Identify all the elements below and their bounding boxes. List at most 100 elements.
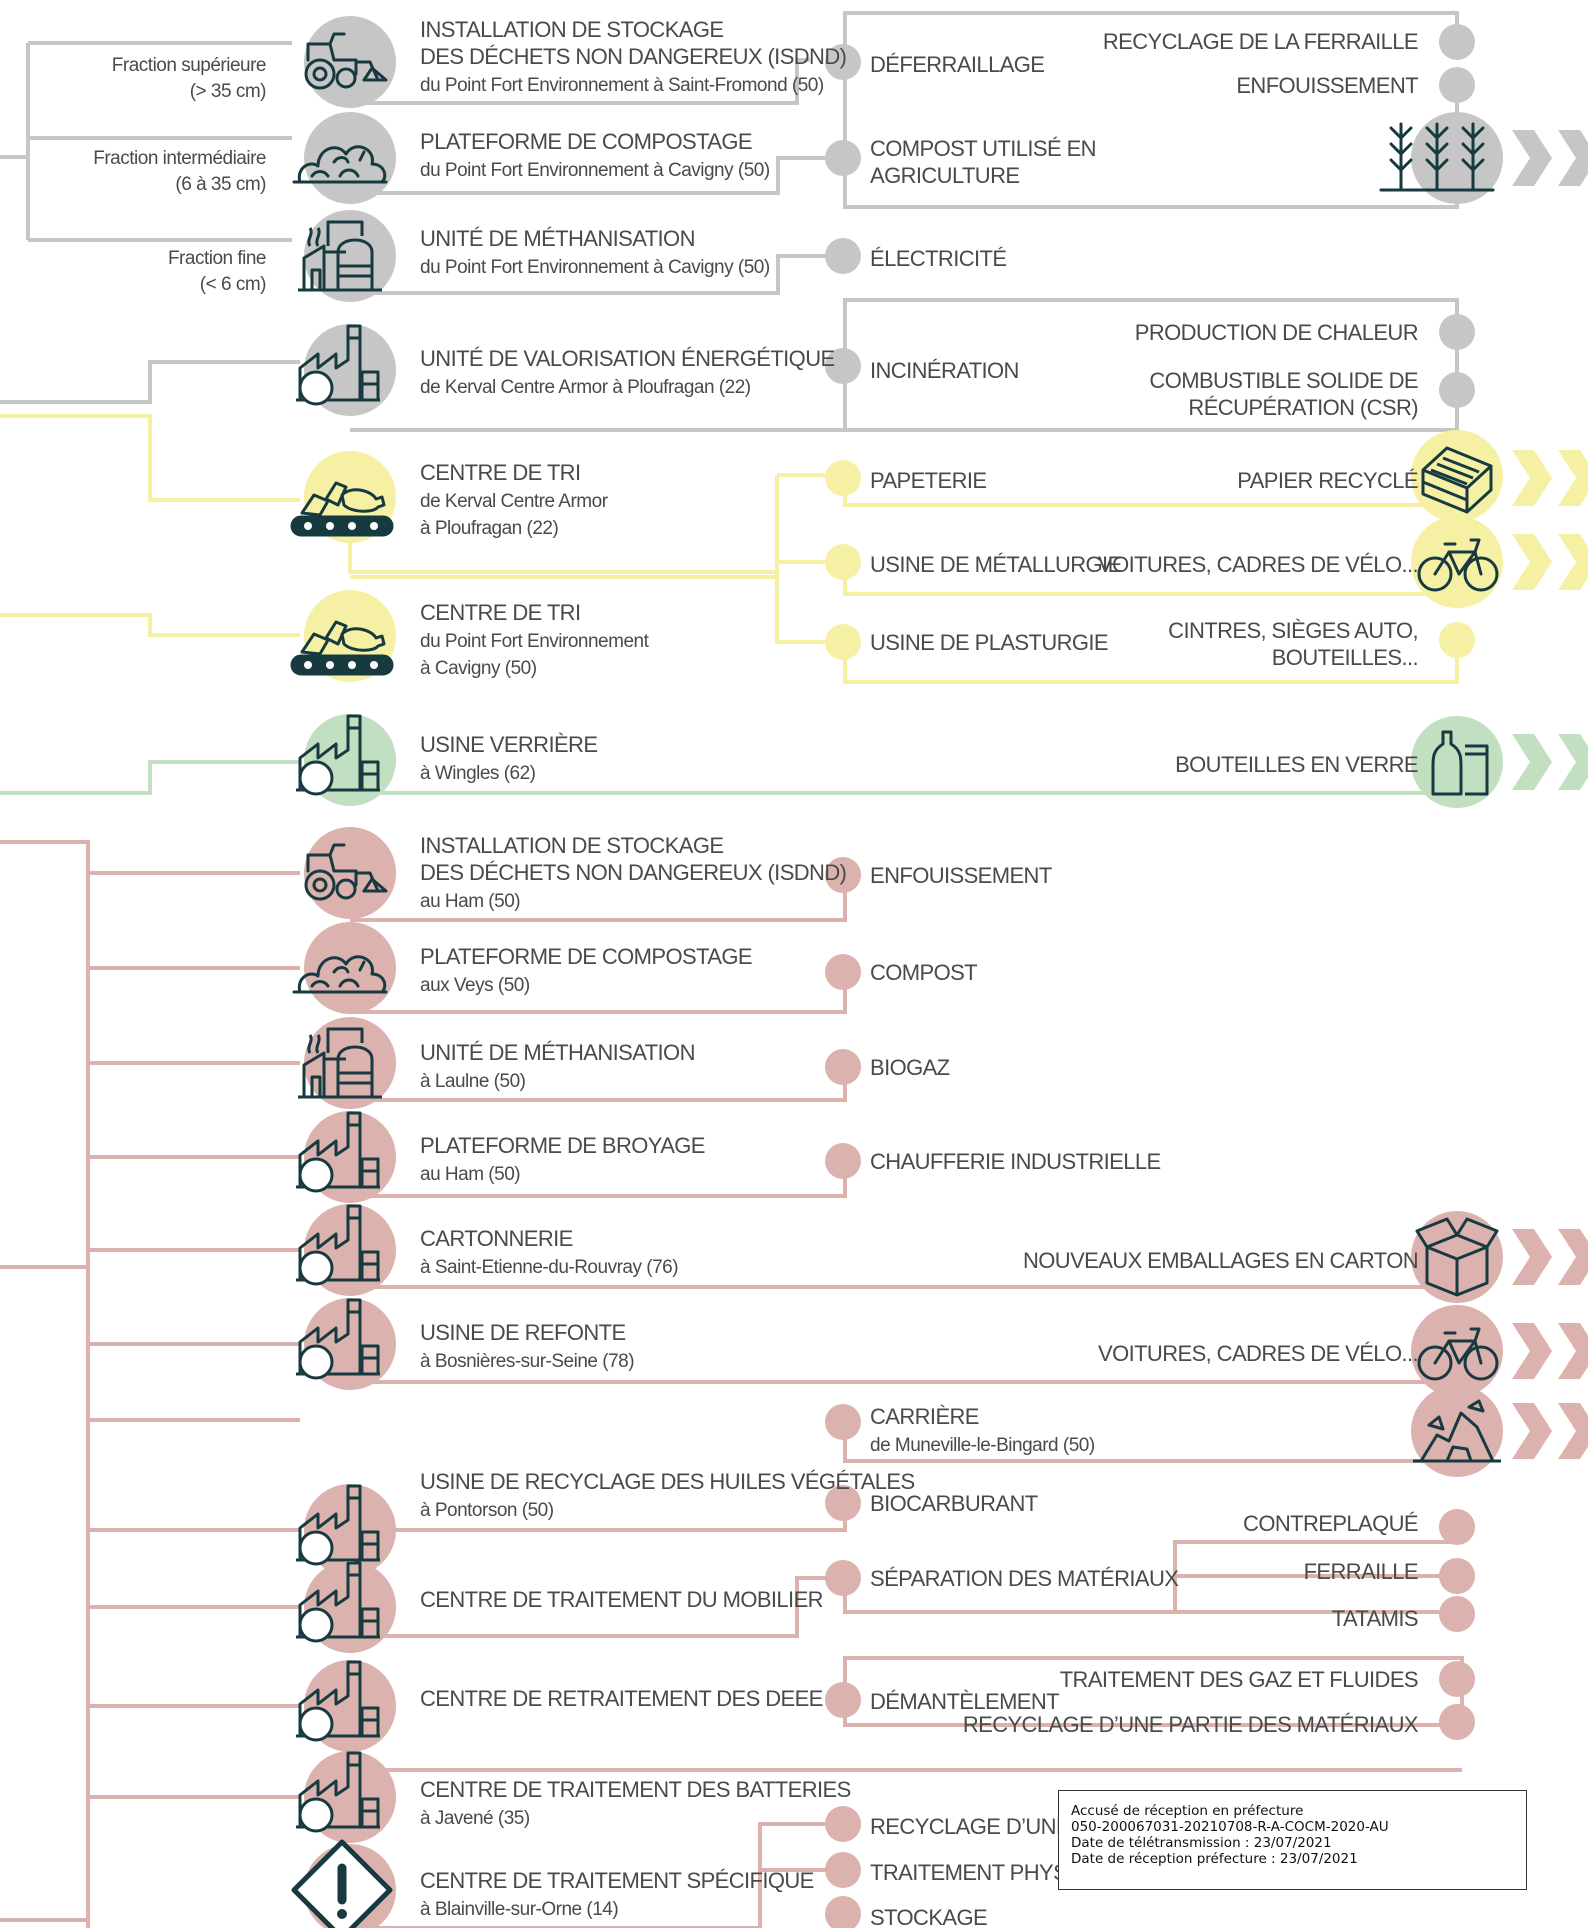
outcome-label: TATAMIS: [1332, 1606, 1418, 1631]
connector-dot: [825, 140, 861, 176]
connector-dot: [825, 1143, 861, 1179]
outcome-label: CONTREPLAQUÉ: [1243, 1511, 1418, 1536]
facility-title: PLATEFORME DE COMPOSTAGE: [420, 129, 752, 154]
outcome-label: FERRAILLE: [1304, 1559, 1418, 1584]
chevron-arrow-icon: [1512, 1403, 1588, 1459]
connector-dot: [1439, 1661, 1475, 1697]
connector-dot: [825, 1560, 861, 1596]
treatment-label: AGRICULTURE: [870, 163, 1019, 188]
treatment-label: DÉMANTÈLEMENT: [870, 1689, 1059, 1714]
methanisation-plant-icon: [296, 210, 396, 302]
outcome-label: VOITURES, CADRES DE VÉLO...: [1098, 552, 1418, 577]
treatment-label: PAPETERIE: [870, 468, 986, 493]
outcome-label: RECYCLAGE D’UNE PARTIE DES MATÉRIAUX: [963, 1712, 1419, 1737]
outcome-label: PRODUCTION DE CHALEUR: [1135, 320, 1418, 345]
weee-factory-icon: [294, 1751, 396, 1843]
facility-location: du Point Fort Environnement à Cavigny (5…: [420, 160, 770, 181]
fraction-label: Fraction fine: [168, 248, 266, 269]
connector-line: [0, 760, 300, 795]
outcome-label: BOUTEILLES...: [1272, 645, 1418, 670]
hazard-sign-icon: [294, 1842, 396, 1928]
fraction-label: Fraction intermédiaire: [93, 148, 266, 169]
facility-location: au Ham (50): [420, 1164, 520, 1185]
treatment-label: SÉPARATION DES MATÉRIAUX: [870, 1566, 1179, 1591]
outcome-label: VOITURES, CADRES DE VÉLO...: [1098, 1341, 1418, 1366]
connector-dot: [825, 348, 861, 384]
recycling-factory-icon: [294, 1298, 396, 1390]
chevron-arrow-icon: [1512, 1323, 1588, 1379]
connector-dot: [1439, 372, 1475, 408]
facility-location: de Kerval Centre Armor à Ploufragan (22): [420, 377, 751, 398]
treatment-label: ENFOUISSEMENT: [870, 863, 1052, 888]
treatment-label: USINE DE MÉTALLURGIE: [870, 552, 1122, 577]
fraction-size: (> 35 cm): [190, 81, 266, 102]
connector-line: [0, 613, 300, 637]
facility-title: CARTONNERIE: [420, 1226, 573, 1251]
rubble-pile-icon: [1411, 1385, 1503, 1477]
outcome-label: RECYCLAGE DE LA FERRAILLE: [1103, 29, 1418, 54]
paper-bundle-icon: [1411, 430, 1503, 522]
treatment-label: STOCKAGE: [870, 1905, 987, 1928]
connector-line: [843, 640, 1459, 684]
connector-dot: [825, 624, 861, 660]
fraction-size: (6 à 35 cm): [175, 174, 266, 195]
facility-location: de Kerval Centre Armor: [420, 491, 609, 512]
facility-title: DES DÉCHETS NON DANGEREUX (ISDND): [420, 860, 846, 885]
treatment-label: CHAUFFERIE INDUSTRIELLE: [870, 1149, 1161, 1174]
connector-line: [350, 156, 842, 195]
facility-title: PLATEFORME DE BROYAGE: [420, 1133, 705, 1158]
outcome-label: BOUTEILLES EN VERRE: [1175, 752, 1418, 777]
treatment-label: DÉFERRAILLAGE: [870, 52, 1044, 77]
facility-title: CENTRE DE TRAITEMENT DU MOBILIER: [420, 1587, 823, 1612]
fraction-size: (< 6 cm): [200, 274, 266, 295]
recycling-factory-icon: [294, 1484, 396, 1576]
facility-title: UNITÉ DE MÉTHANISATION: [420, 226, 695, 251]
plants-field-icon: [1379, 112, 1503, 204]
connector-line: [843, 298, 1459, 432]
connector-dot: [825, 44, 861, 80]
facility-location: à Bosnières-sur-Seine (78): [420, 1351, 634, 1372]
facility-title: USINE DE REFONTE: [420, 1320, 626, 1345]
facility-location: à Ploufragan (22): [420, 518, 558, 539]
outcome-label: COMBUSTIBLE SOLIDE DE: [1149, 368, 1418, 393]
chevron-arrow-icon: [1512, 450, 1588, 506]
prefecture-receipt-stamp: Accusé de réception en préfecture 050-20…: [1058, 1790, 1527, 1890]
connector-dot: [825, 1896, 861, 1928]
facility-location: au Ham (50): [420, 891, 520, 912]
connector-dot: [825, 1485, 861, 1521]
outcome-label: PAPIER RECYCLÉ: [1237, 468, 1418, 493]
connector-dot: [825, 954, 861, 990]
treatment-label: COMPOST: [870, 960, 977, 985]
energy-factory-icon: [294, 324, 396, 416]
connector-dot: [825, 1682, 861, 1718]
connector-dots: [825, 24, 1475, 1928]
connector-dot: [1439, 622, 1475, 658]
facility-location: à Wingles (62): [420, 763, 536, 784]
recycling-factory-icon: [294, 1561, 396, 1653]
tractor-landfill-icon: [304, 16, 396, 108]
text-labels: Fraction supérieure (> 35 cm) Fraction int…: [93, 17, 1419, 1928]
facility-location: à Javené (35): [420, 1808, 530, 1829]
connector-dot: [825, 1049, 861, 1085]
connector-dot: [825, 460, 861, 496]
fraction-label: Fraction supérieure: [112, 55, 266, 76]
chevron-arrow-icon: [1512, 130, 1588, 186]
facility-title: USINE DE RECYCLAGE DES HUILES VÉGÉTALES: [420, 1469, 915, 1494]
connector-dot: [825, 1404, 861, 1440]
treatment-label: BIOCARBURANT: [870, 1491, 1038, 1516]
connector-line: [350, 58, 810, 105]
treatment-label: INCINÉRATION: [870, 358, 1019, 383]
connector-dot: [1439, 1704, 1475, 1740]
connector-dot: [1439, 24, 1475, 60]
treatment-label: COMPOST UTILISÉ EN: [870, 136, 1096, 161]
output-chevrons: [1512, 130, 1588, 1459]
facility-title: CENTRE DE RETRAITEMENT DES DEEE: [420, 1686, 823, 1711]
facility-title: UNITÉ DE VALORISATION ÉNERGÉTIQUE: [420, 346, 835, 371]
connector-line: [350, 1576, 842, 1638]
glass-bottles-icon: [1411, 716, 1503, 808]
connector-line: [758, 1822, 842, 1928]
outcome-label: CINTRES, SIÈGES AUTO,: [1168, 618, 1418, 643]
glass-factory-icon: [294, 714, 396, 806]
cardboard-box-icon: [1411, 1211, 1503, 1303]
